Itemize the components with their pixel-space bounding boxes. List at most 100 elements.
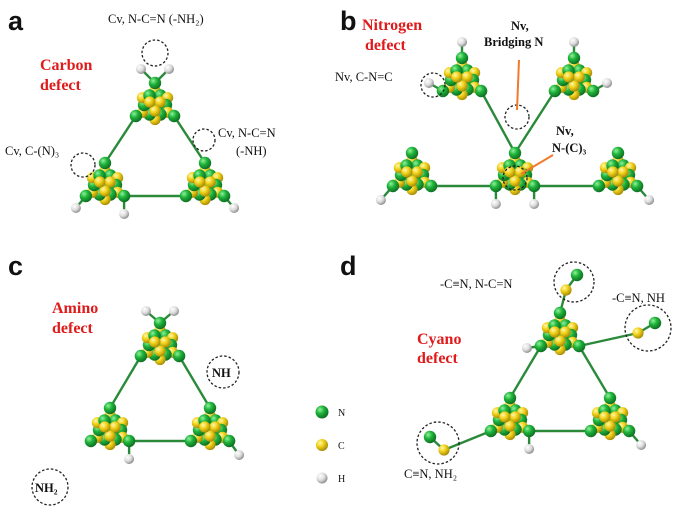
carbon-atom <box>504 166 516 178</box>
panel-c-defect-name-line2: defect <box>52 320 94 337</box>
nitrogen-atom <box>611 146 625 160</box>
hydrogen-atom <box>164 64 174 74</box>
nitrogen-atom <box>534 339 548 353</box>
carbon-atom <box>154 345 166 357</box>
panel-d-circle-bottom <box>416 421 460 465</box>
panel-b-pointers <box>516 59 554 175</box>
carbon-atom <box>560 284 572 296</box>
carbon-atom <box>451 71 463 83</box>
bond <box>443 429 492 452</box>
panel-c-circle-nh <box>206 355 240 389</box>
nitrogen-atom <box>489 179 503 193</box>
carbon-atom <box>204 176 216 188</box>
carbon-atom <box>149 105 161 117</box>
legend-carbon-label: C <box>338 441 345 452</box>
panel-b-pointer-center <box>520 154 554 175</box>
panel-c-label-nh: NH <box>212 366 231 380</box>
bond <box>173 115 207 164</box>
carbon-atom <box>99 185 111 197</box>
panel-b-circle-left <box>420 72 446 98</box>
hydrogen-atom <box>136 64 146 74</box>
panel-a-label-top: Cv, N-C=N (-NH₂) <box>108 12 204 26</box>
carbon-atom <box>632 327 644 339</box>
nitrogen-atom <box>179 189 193 203</box>
nitrogen-atom <box>455 51 469 65</box>
bond <box>178 355 212 409</box>
carbon-atom <box>194 176 206 188</box>
carbon-atom <box>149 336 161 348</box>
carbon-atom <box>94 176 106 188</box>
panel-b-label-center1: Nv, <box>556 124 574 138</box>
nitrogen-atom <box>522 424 536 438</box>
panel-b-circle-center <box>502 165 528 191</box>
nitrogen-atom <box>129 109 143 123</box>
carbon-atom <box>509 175 521 187</box>
nitrogen-atom <box>153 316 167 330</box>
nitrogen-atom <box>217 189 231 203</box>
nitrogen-atom <box>503 391 517 405</box>
carbon-atom <box>607 166 619 178</box>
panel-a-defect-name-line2: defect <box>40 77 82 94</box>
carbon-atom <box>406 175 418 187</box>
hydrogen-atom <box>569 37 579 47</box>
panel-d-defect-name-line2: defect <box>417 350 459 367</box>
carbon-atom <box>104 430 116 442</box>
nitrogen-atom <box>167 109 181 123</box>
carbon-atom <box>159 336 171 348</box>
carbon-atom <box>604 420 616 432</box>
nitrogen-atom <box>567 51 581 65</box>
nitrogen-atom <box>79 189 93 203</box>
legend-nitrogen-swatch <box>315 405 329 419</box>
hydrogen-atom <box>375 195 386 205</box>
panel-a-label-left: Cv, C-(N)₃ <box>5 144 59 158</box>
panel-d-circle-right <box>624 304 672 352</box>
hydrogen-atom <box>490 199 501 209</box>
panel-b-label-center2: N-(C)₃ <box>552 141 587 155</box>
hydrogen-atom <box>169 306 179 316</box>
nitrogen-atom <box>184 434 198 448</box>
nitrogen-atom <box>570 268 584 282</box>
carbon-atom <box>549 326 561 338</box>
hydrogen-atom <box>70 203 81 213</box>
panel-b-defect-name-line2: defect <box>365 37 407 54</box>
nitrogen-atom <box>386 179 400 193</box>
hydrogen-atom <box>636 440 647 450</box>
carbon-atom <box>509 411 521 423</box>
bond <box>578 345 612 399</box>
nitrogen-atom <box>630 179 644 193</box>
panel-b-letter: b <box>340 6 357 36</box>
panel-b-defect-name-line1: Nitrogen <box>362 17 422 34</box>
panel-c-circle-nh2 <box>31 468 69 506</box>
nitrogen-atom <box>84 434 98 448</box>
legend-hydrogen-swatch <box>316 472 328 484</box>
nitrogen-atom <box>592 179 606 193</box>
carbon-atom <box>609 411 621 423</box>
nitrogen-atom <box>572 339 586 353</box>
nitrogen-atom <box>148 76 162 90</box>
hydrogen-atom <box>529 199 540 209</box>
carbon-atom <box>144 96 156 108</box>
panel-d-letter: d <box>340 251 357 281</box>
carbon-atom <box>461 71 473 83</box>
nitrogen-atom <box>198 156 212 170</box>
hydrogen-atom <box>234 450 245 460</box>
bond <box>513 90 556 154</box>
panel-b-pointer-bridge <box>516 59 520 111</box>
carbon-atom <box>99 421 111 433</box>
nitrogen-atom <box>203 401 217 415</box>
bond <box>108 355 142 409</box>
nitrogen-atom <box>648 316 662 330</box>
nitrogen-atom <box>484 424 498 438</box>
carbon-atom <box>563 71 575 83</box>
nitrogen-atom <box>584 424 598 438</box>
panel-b-label-bridge2: Bridging N <box>484 35 543 49</box>
nitrogen-atom <box>527 179 541 193</box>
panel-a-letter: a <box>8 6 24 36</box>
carbon-atom <box>438 444 450 456</box>
hydrogen-atom <box>524 444 535 454</box>
hydrogen-atom <box>602 78 613 88</box>
hydrogen-atom <box>119 209 130 219</box>
bond <box>103 115 137 164</box>
panel-a-circle-top <box>141 39 169 67</box>
